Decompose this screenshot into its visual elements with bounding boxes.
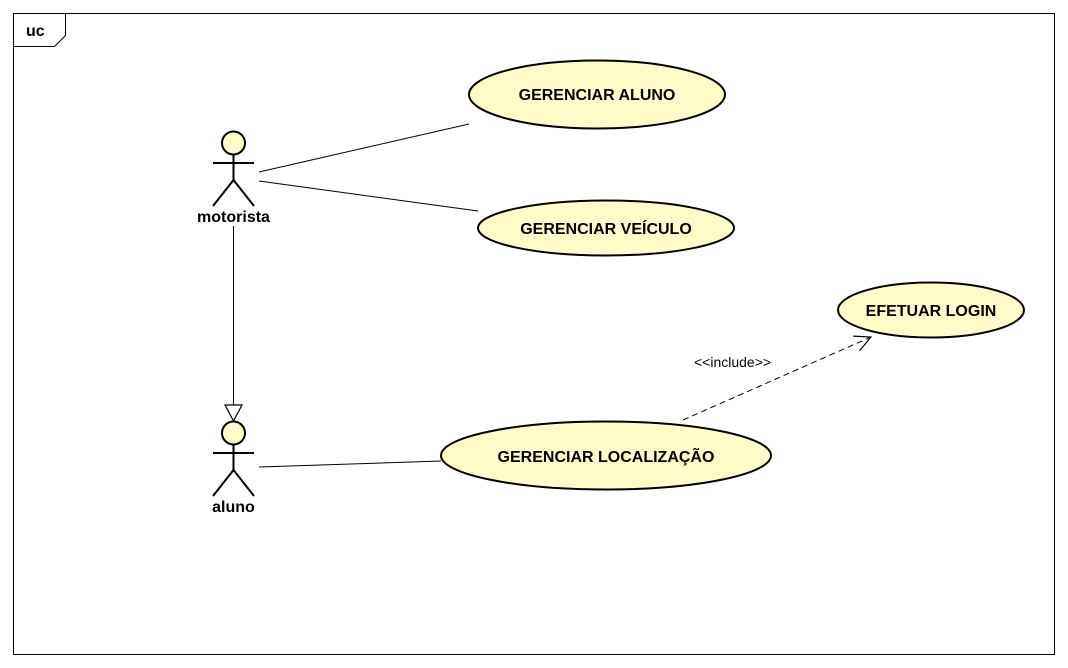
actor-leg-left (212, 469, 235, 497)
actor-leg-right (232, 179, 255, 207)
usecase-gerenciar-localizacao[interactable]: GERENCIAR LOCALIZAÇÃO (440, 420, 772, 491)
usecase-gerenciar-veiculo[interactable]: GERENCIAR VEÍCULO (477, 199, 735, 257)
actor-label-aluno: aluno (212, 499, 255, 516)
usecase-label: GERENCIAR LOCALIZAÇÃO (498, 446, 715, 466)
actor-head (221, 130, 246, 156)
actor-aluno[interactable]: aluno (212, 420, 255, 517)
include-dependency (682, 335, 873, 421)
actor-label-motorista: motorista (197, 209, 270, 226)
usecase-efetuar-login[interactable]: EFETUAR LOGIN (837, 281, 1025, 339)
include-label: <<include>> (694, 354, 771, 370)
usecase-label: GERENCIAR VEÍCULO (520, 219, 692, 238)
usecase-gerenciar-aluno[interactable]: GERENCIAR ALUNO (468, 59, 726, 130)
association-motorista-gerenciar-aluno (258, 123, 470, 173)
generalization-arrowhead (224, 404, 243, 423)
diagram-frame (13, 13, 1055, 655)
frame-label-tab (13, 13, 66, 47)
frame-label: uc (26, 23, 45, 40)
actor-motorista[interactable]: motorista (197, 130, 270, 227)
usecase-label: EFETUAR LOGIN (866, 303, 997, 320)
association-aluno-gerenciar-localizacao (258, 460, 442, 468)
usecase-label: GERENCIAR ALUNO (519, 87, 676, 104)
association-motorista-gerenciar-veiculo (258, 180, 479, 212)
actor-head (221, 420, 246, 446)
actor-leg-right (232, 469, 255, 497)
actor-leg-left (212, 179, 235, 207)
